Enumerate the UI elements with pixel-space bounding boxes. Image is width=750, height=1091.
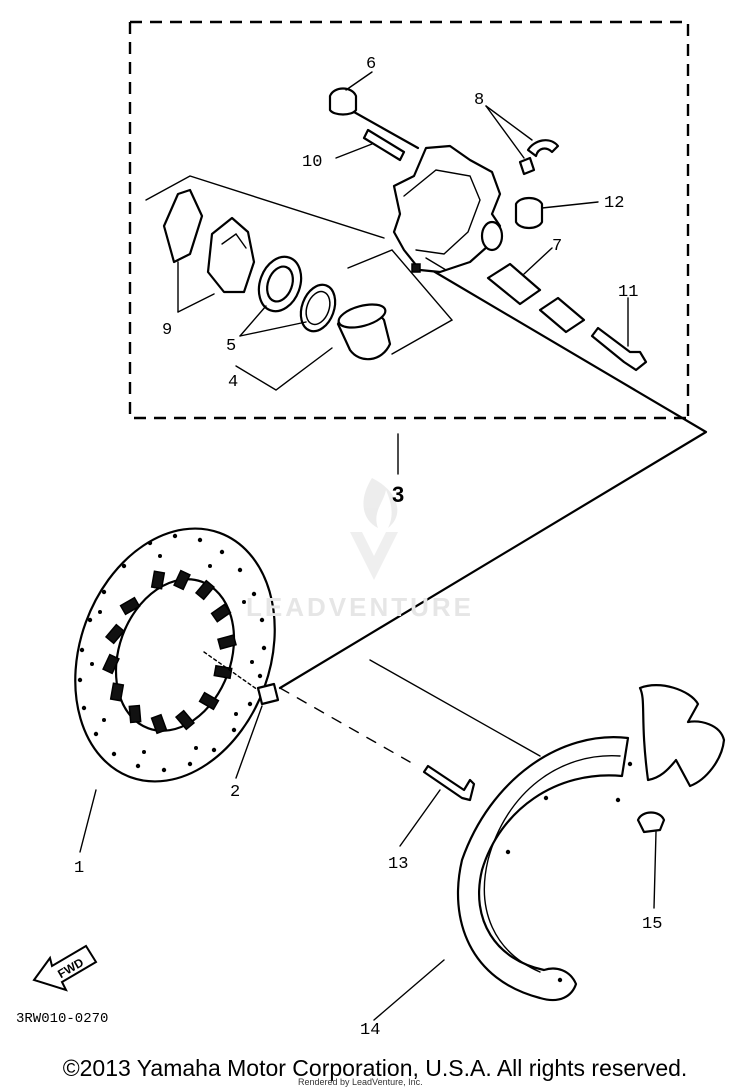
callout-6: 6 bbox=[366, 55, 376, 74]
caliper-boot bbox=[514, 196, 544, 230]
slide-sleeve bbox=[486, 262, 586, 334]
bleed-cap bbox=[328, 87, 420, 150]
piston-seals bbox=[257, 255, 337, 333]
callout-10: 10 bbox=[302, 153, 322, 172]
watermark-brand: LEADVENTURE bbox=[246, 592, 475, 622]
caliper-body bbox=[392, 144, 504, 274]
brake-disc bbox=[74, 527, 276, 783]
callout-8: 8 bbox=[474, 91, 484, 110]
callout-1: 1 bbox=[74, 859, 84, 878]
leadventure-logo-icon bbox=[350, 478, 398, 580]
callout-3: 3 bbox=[392, 482, 404, 507]
callout-9: 9 bbox=[162, 321, 172, 340]
slide-pin-bolt bbox=[590, 326, 648, 372]
disc-guard bbox=[456, 684, 726, 1002]
mounting-bolt bbox=[422, 764, 476, 802]
copyright-notice: ©2013 Yamaha Motor Corporation, U.S.A. A… bbox=[62, 1055, 688, 1081]
caliper-piston bbox=[336, 303, 392, 361]
callout-7: 7 bbox=[552, 237, 562, 256]
callout-2: 2 bbox=[230, 783, 240, 802]
bleed-screw bbox=[362, 128, 406, 162]
leader-lines bbox=[79, 71, 657, 1021]
guard-screw bbox=[636, 811, 666, 834]
callout-14: 14 bbox=[360, 1021, 380, 1040]
callout-11: 11 bbox=[618, 283, 638, 302]
group-brackets bbox=[145, 175, 454, 391]
callout-4: 4 bbox=[228, 373, 238, 392]
callout-13: 13 bbox=[388, 855, 408, 874]
pad-clip bbox=[518, 139, 560, 176]
callout-5: 5 bbox=[226, 337, 236, 356]
diagram-code: 3RW010-0270 bbox=[16, 1011, 109, 1027]
callout-12: 12 bbox=[604, 194, 624, 213]
forward-arrow-icon: FWD bbox=[32, 944, 98, 992]
callout-15: 15 bbox=[642, 915, 662, 934]
disc-bolt bbox=[203, 651, 280, 706]
caliper-assembly-frame bbox=[128, 20, 690, 420]
rendered-by-note: Rendered by LeadVenture, Inc. bbox=[298, 1077, 423, 1087]
brake-pads bbox=[162, 188, 256, 294]
assembly-link-lines bbox=[278, 260, 708, 763]
